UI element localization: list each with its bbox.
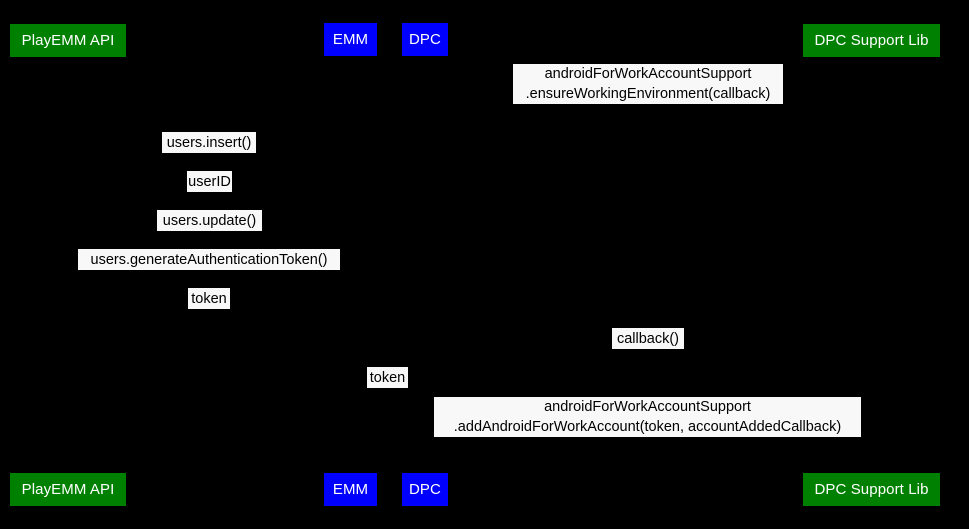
msg-ensure-working-environment[interactable]: androidForWorkAccountSupport .ensureWorki…: [513, 64, 783, 104]
message-label-line: userID: [188, 173, 231, 190]
participant-dpc[interactable]: DPC: [402, 23, 448, 56]
participant-playemm-api[interactable]: PlayEMM API: [10, 24, 126, 57]
lifeline-dpc-support-lib: [872, 57, 873, 473]
msg-add-android-for-work-account[interactable]: androidForWorkAccountSupport .addAndroidF…: [434, 397, 861, 437]
message-label-line: .addAndroidForWorkAccount(token, account…: [453, 419, 842, 435]
message-label-line: androidForWorkAccountSupport: [544, 399, 751, 415]
msg-user-id[interactable]: userID: [187, 171, 232, 192]
message-label-line: token: [191, 290, 227, 307]
participant-playemm-api[interactable]: PlayEMM API: [10, 473, 126, 506]
participant-dpc-support-lib[interactable]: DPC Support Lib: [803, 473, 940, 506]
participant-label: PlayEMM API: [21, 481, 115, 498]
participant-dpc[interactable]: DPC: [402, 473, 448, 506]
participant-label: DPC Support Lib: [814, 32, 929, 49]
msg-users-insert[interactable]: users.insert(): [162, 132, 256, 153]
message-label-line: androidForWorkAccountSupport: [544, 66, 752, 82]
msg-token-to-emm[interactable]: token: [188, 288, 230, 309]
lifeline-playemm-api: [68, 57, 69, 473]
message-label-line: users.update(): [162, 212, 257, 229]
participant-label: DPC: [409, 481, 441, 498]
participant-label: EMM: [332, 481, 369, 498]
message-label-line: users.generateAuthenticationToken(): [90, 251, 328, 268]
participant-emm[interactable]: EMM: [324, 23, 377, 56]
participant-dpc-support-lib[interactable]: DPC Support Lib: [803, 24, 940, 57]
participant-label: PlayEMM API: [21, 32, 115, 49]
participant-emm[interactable]: EMM: [324, 473, 377, 506]
message-label-line: .ensureWorkingEnvironment(callback): [525, 86, 771, 102]
message-label-line: token: [369, 369, 406, 386]
msg-token-to-dpc[interactable]: token: [367, 367, 408, 388]
message-label-line: callback(): [616, 330, 680, 347]
msg-users-update[interactable]: users.update(): [157, 210, 262, 231]
msg-generate-authentication-token[interactable]: users.generateAuthenticationToken(): [78, 249, 340, 270]
participant-label: EMM: [332, 31, 369, 48]
lifeline-emm: [351, 56, 352, 473]
msg-callback[interactable]: callback(): [612, 328, 684, 349]
message-label-line: users.insert(): [166, 134, 252, 151]
participant-label: DPC Support Lib: [814, 481, 929, 498]
participant-label: DPC: [409, 31, 441, 48]
lifeline-dpc: [425, 56, 426, 473]
